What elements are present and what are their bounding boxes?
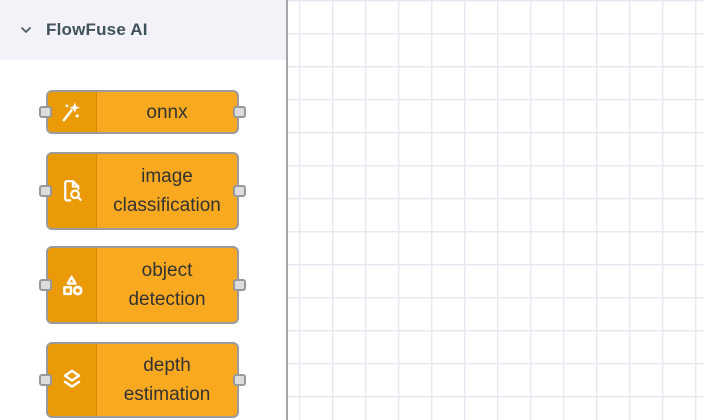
input-port[interactable] [39,185,52,197]
chevron-down-icon [18,22,34,38]
palette-node-image-classification[interactable]: image classification [39,152,246,230]
output-port[interactable] [233,185,246,197]
node-label: object detection [128,260,206,310]
node-label: depth estimation [123,355,211,405]
palette-category-header[interactable]: FlowFuse AI [0,0,286,60]
input-port[interactable] [39,374,52,386]
flow-canvas[interactable] [288,0,704,420]
file-search-icon [48,154,97,228]
palette-node-object-detection[interactable]: object detection [39,246,246,324]
palette-node-onnx[interactable]: onnx [39,90,246,134]
output-port[interactable] [233,279,246,291]
layers-icon [48,344,97,416]
shapes-icon [48,248,97,322]
output-port[interactable] [233,374,246,386]
node-label: onnx [146,101,188,123]
palette-node-depth-estimation[interactable]: depth estimation [39,342,246,418]
input-port[interactable] [39,106,52,118]
palette-category-title: FlowFuse AI [46,20,148,39]
input-port[interactable] [39,279,52,291]
wand-icon [48,92,97,132]
palette-sidebar: FlowFuse AI onnx [0,0,288,420]
node-label: image classification [113,166,221,216]
output-port[interactable] [233,106,246,118]
